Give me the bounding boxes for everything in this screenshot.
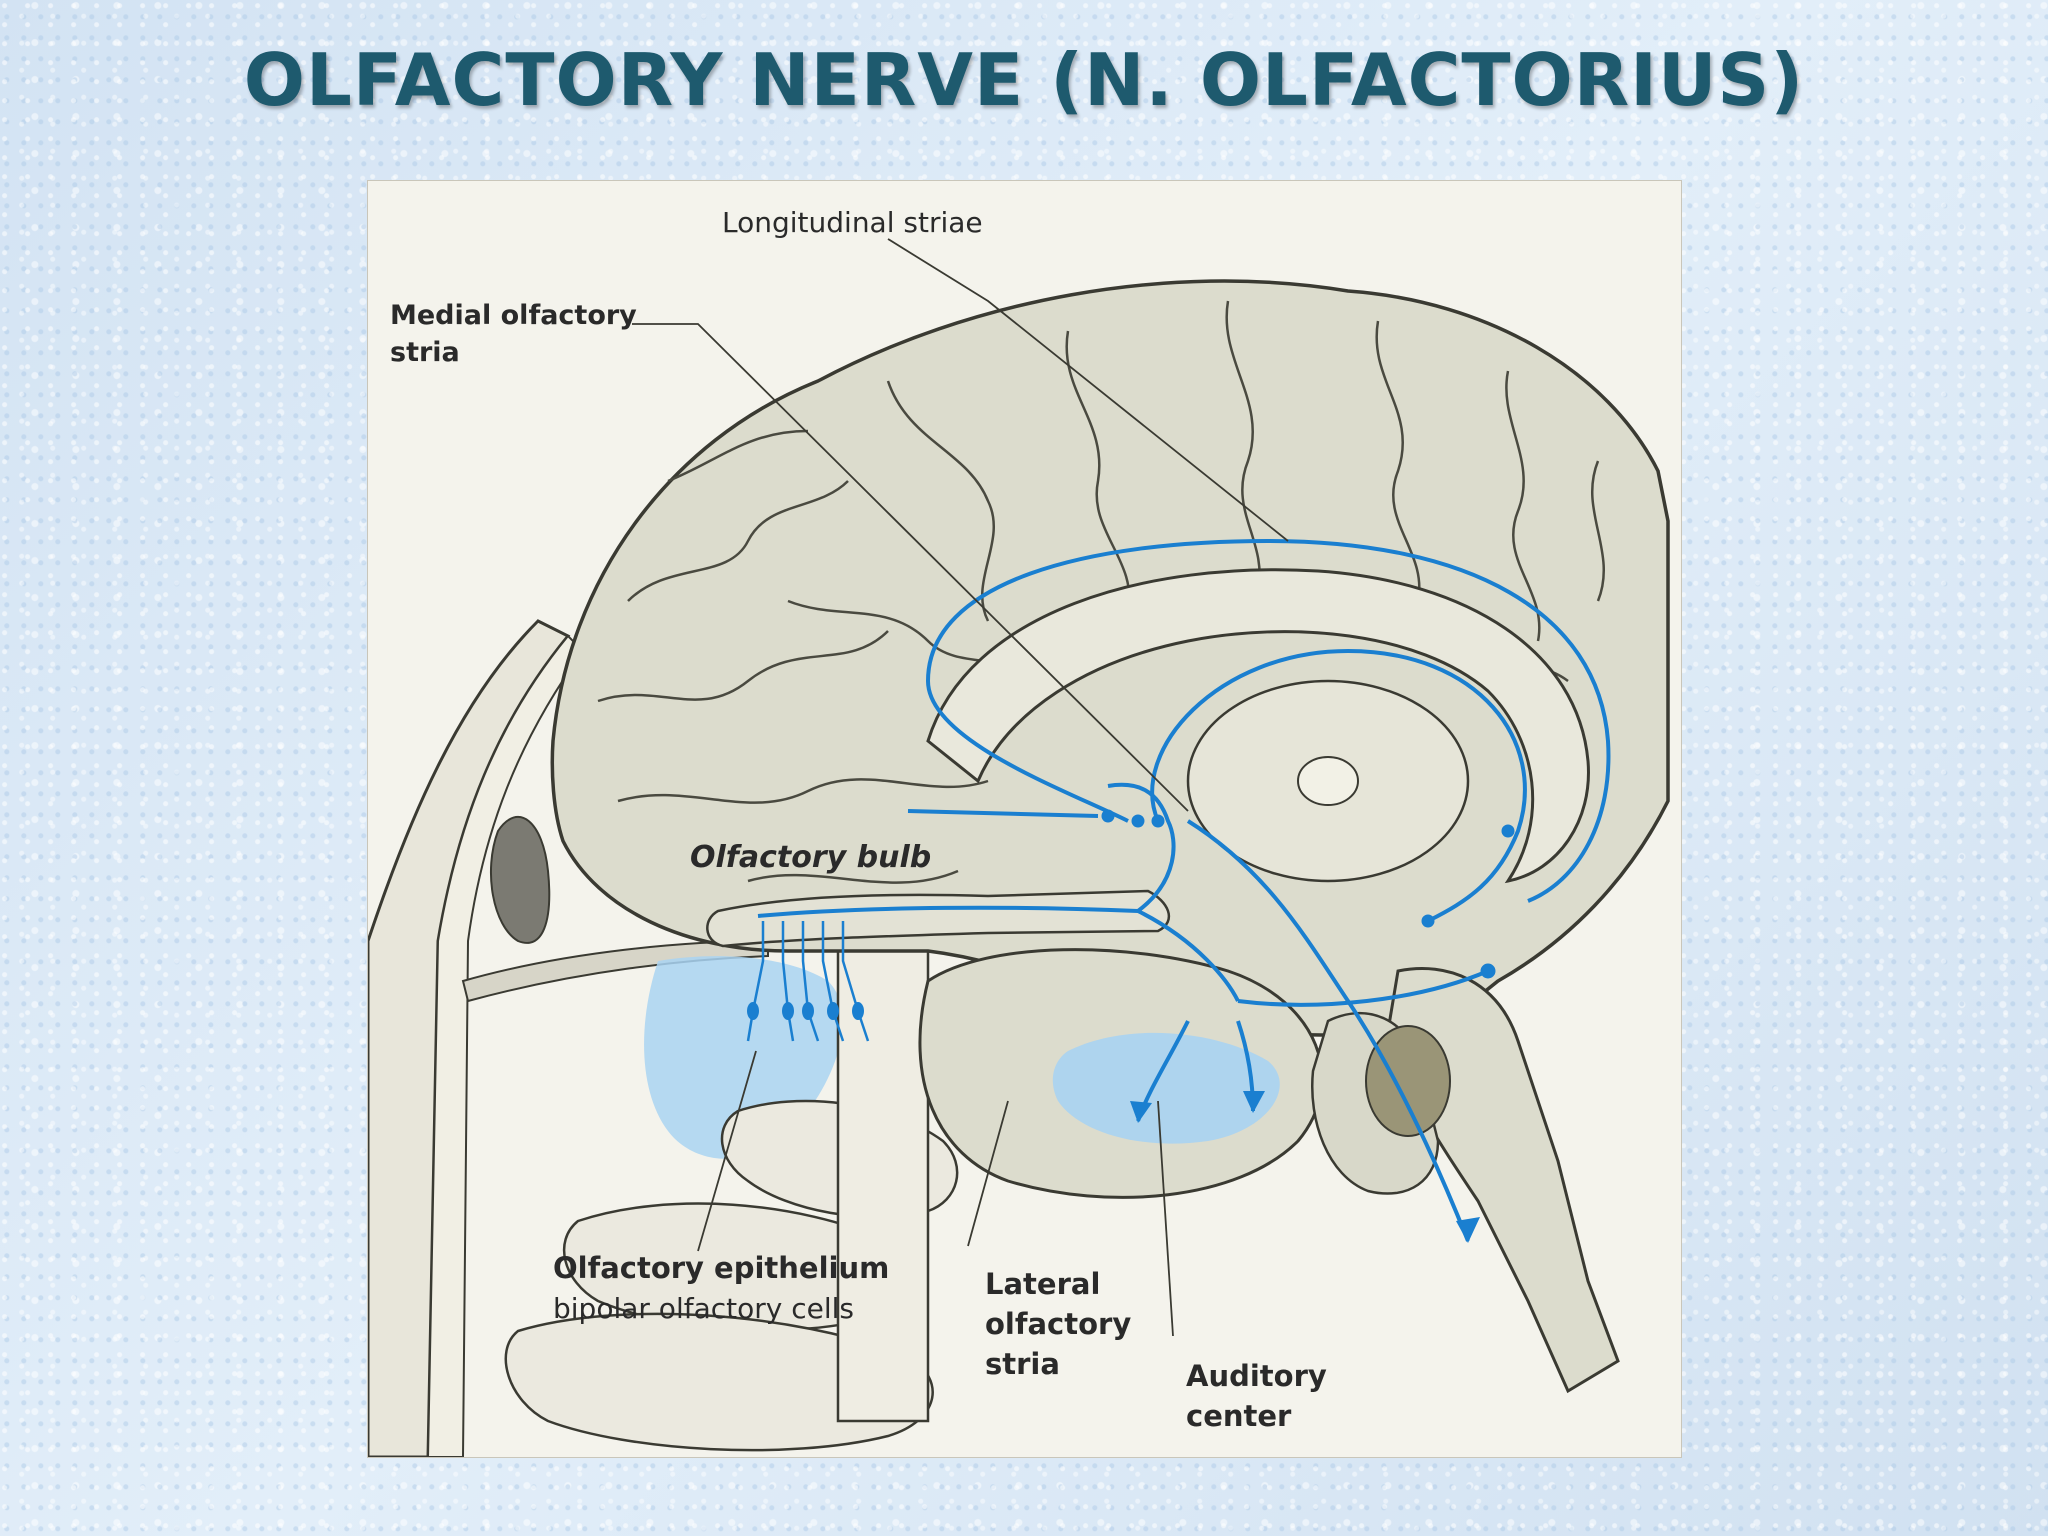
label-olfactory-bulb: Olfactory bulb — [690, 840, 932, 875]
interthalamic-adhesion — [1297, 756, 1359, 806]
nasal-septum-block — [836, 949, 930, 1423]
label-auditory-line1: Auditory — [1186, 1359, 1327, 1393]
olfactory-pathways — [757, 538, 1611, 1242]
cribriform-plate — [461, 939, 769, 1003]
label-epithelium-line2: bipolar olfactory cells — [553, 1292, 854, 1325]
brain-diagram: Longitudinal striae Medial olfactory str… — [367, 180, 1682, 1458]
label-lateral-stria-line2: olfactory — [985, 1307, 1132, 1341]
brain-illustration — [368, 238, 1670, 1457]
nasal-concha-3 — [504, 1312, 934, 1452]
bipolar-olfactory-cells — [746, 921, 870, 1042]
label-epithelium-line1: Olfactory epithelium — [553, 1251, 890, 1285]
corpus-callosum — [926, 568, 1590, 884]
label-lateral-stria-line3: stria — [985, 1347, 1060, 1381]
pathway-nodes — [1101, 809, 1515, 979]
label-auditory-line2: center — [1186, 1399, 1292, 1433]
label-medial-stria-line2: stria — [390, 337, 460, 368]
label-longitudinal-striae: Longitudinal striae — [722, 206, 983, 239]
nucleus-stipple — [1365, 1025, 1451, 1137]
leader-lines — [632, 238, 1289, 1337]
cell-bodies — [747, 1002, 864, 1020]
frontal-sinus — [489, 816, 551, 944]
auditory-center-region — [1052, 1032, 1280, 1144]
label-lateral-stria-line1: Lateral — [985, 1267, 1101, 1301]
label-medial-stria-line1: Medial olfactory — [390, 300, 637, 331]
slide-title: OLFACTORY NERVE (N. OLFACTORIUS) — [243, 38, 1805, 122]
pathway-arrowheads — [1130, 1091, 1480, 1243]
